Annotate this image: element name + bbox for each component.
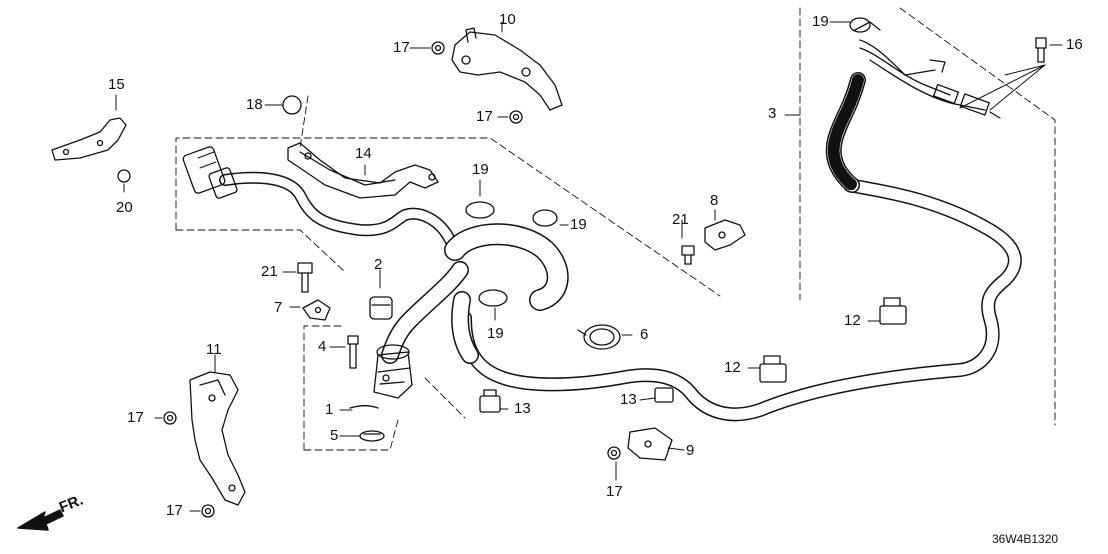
callout-4: 4 (318, 338, 327, 355)
thick-hose-lower (381, 261, 479, 364)
sensor-13 (479, 387, 674, 413)
bracket-10 (451, 27, 563, 111)
valve-body (373, 344, 413, 399)
thick-hose-upper (444, 223, 569, 311)
callout-13-right: 13 (620, 391, 637, 408)
bolt-4 (347, 335, 359, 369)
callout-12-upper: 12 (844, 312, 861, 329)
bracket-15 (51, 117, 127, 161)
hose-clamp-19 (465, 17, 871, 307)
callout-11: 11 (206, 341, 222, 358)
callout-9: 9 (686, 442, 695, 459)
callout-5: 5 (330, 427, 339, 444)
callout-19-top: 19 (812, 13, 829, 30)
callout-21-left: 21 (261, 263, 278, 280)
bracket-14 (287, 142, 439, 199)
callout-10: 10 (499, 11, 516, 28)
callout-19-right: 19 (570, 216, 587, 233)
callout-18: 18 (246, 96, 263, 113)
callout-19-lower: 19 (487, 325, 504, 342)
callout-17-top: 17 (393, 39, 410, 56)
left-hose (182, 146, 456, 246)
callout-17-bracket10: 17 (476, 108, 493, 125)
clamp-2 (369, 296, 393, 320)
callout-7: 7 (274, 299, 283, 316)
bracket-9 (627, 427, 673, 461)
clip-8 (704, 219, 746, 251)
leader-lines (115, 21, 1063, 512)
callout-17-left: 17 (127, 409, 144, 426)
callout-15: 15 (108, 76, 125, 93)
main-hose (458, 178, 1022, 422)
callout-6: 6 (640, 326, 649, 343)
callout-20: 20 (116, 199, 133, 216)
callout-17-right: 17 (606, 483, 623, 500)
callout-1: 1 (325, 401, 334, 418)
clamp-12 (759, 297, 907, 383)
corrugated-hose (825, 72, 866, 193)
callout-14: 14 (355, 145, 372, 162)
outline-boundaries (175, 7, 1056, 451)
callout-21-right: 21 (672, 211, 689, 228)
bracket-11 (189, 371, 246, 506)
callout-13-left: 13 (514, 400, 531, 417)
ring-1 (349, 405, 379, 409)
callout-2: 2 (374, 256, 383, 273)
wire-harness (854, 21, 1001, 119)
seal-5 (359, 430, 385, 442)
front-arrow-icon (17, 509, 64, 531)
callout-16: 16 (1066, 36, 1083, 53)
clamp-6 (577, 324, 621, 350)
callout-8: 8 (710, 192, 719, 209)
callout-17-bottom: 17 (166, 502, 183, 519)
callout-3: 3 (768, 105, 777, 122)
callout-19-upper: 19 (472, 161, 489, 178)
fasteners (117, 37, 1047, 518)
diagram-code: 36W4B1320 (992, 532, 1059, 546)
clip-7 (302, 299, 331, 321)
callout-12-lower: 12 (724, 359, 741, 376)
